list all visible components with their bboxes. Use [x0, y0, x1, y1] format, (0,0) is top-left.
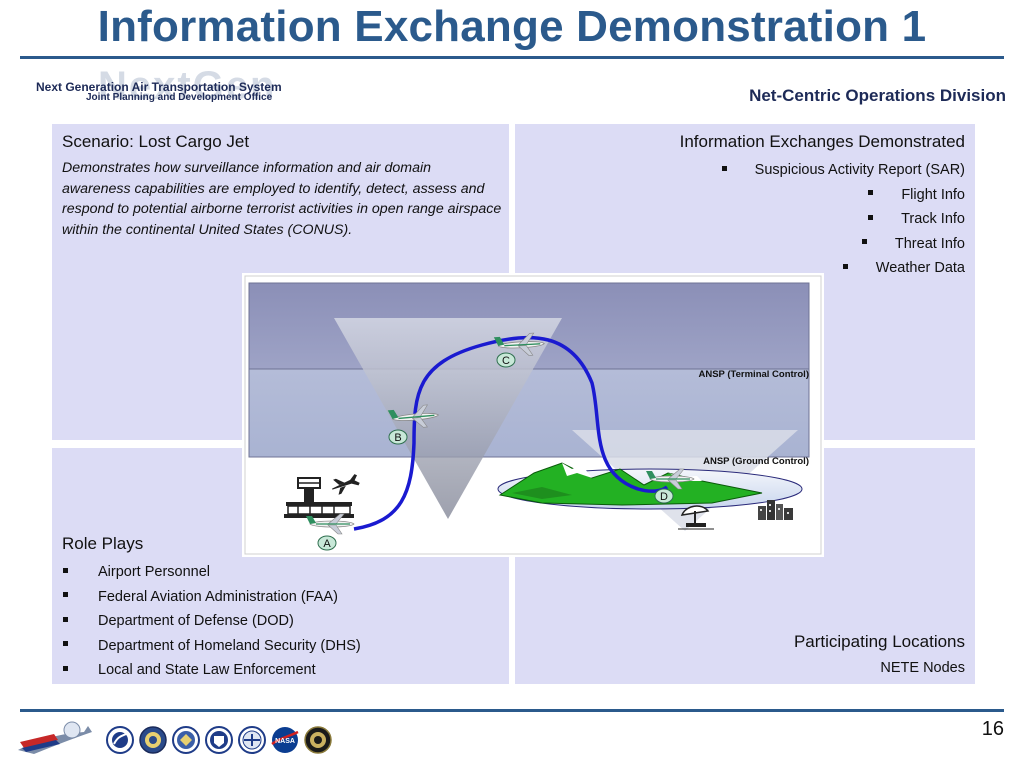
scenario-description: Demonstrates how surveillance informatio… [62, 160, 502, 238]
airport-airplane-icon [332, 474, 360, 495]
page-number: 16 [981, 718, 1004, 740]
list-item: Department of Homeland Security (DHS) [62, 634, 361, 659]
list-item: Department of Defense (DOD) [62, 609, 361, 634]
faa-seal-icon [238, 726, 266, 754]
top-divider [20, 56, 1004, 59]
point-label-c: C [496, 352, 516, 368]
bullet-icon [868, 190, 874, 196]
terminal-control-label: ANSP (Terminal Control) [699, 369, 810, 380]
radar-dish-icon [678, 505, 714, 530]
list-item: Local and State Law Enforcement [62, 658, 361, 683]
city-icon [758, 500, 793, 520]
dod-seal-icon [172, 726, 200, 754]
role-label: Local and State Law Enforcement [98, 662, 316, 679]
svg-text:NASA: NASA [275, 738, 295, 745]
scenario-title: Scenario: Lost Cargo Jet [62, 132, 250, 151]
division-name: Net-Centric Operations Division [749, 86, 1006, 105]
role-label: Federal Aviation Administration (FAA) [98, 588, 338, 605]
list-item: Weather Data [722, 256, 965, 281]
role-label: Department of Defense (DOD) [98, 613, 294, 630]
exchanges-list: Suspicious Activity Report (SAR) Flight … [721, 158, 965, 281]
bullet-icon [63, 666, 68, 672]
ground-control-label: ANSP (Ground Control) [703, 456, 809, 467]
exchange-label: Suspicious Activity Report (SAR) [754, 162, 965, 178]
jpdo-logo: NextGen Next Generation Air Transportati… [28, 64, 328, 108]
bullet-icon [63, 616, 68, 622]
bullet-icon [63, 592, 68, 598]
locations-title: Participating Locations [793, 632, 965, 651]
org-name-line1: Next Generation Air Transportation Syste… [36, 80, 282, 94]
list-item: Track Info [722, 207, 965, 232]
control-tower-icon [284, 477, 354, 518]
dot-seal-icon [106, 726, 134, 754]
role-label: Airport Personnel [98, 564, 211, 580]
slide-title: Information Exchange Demonstration 1 [97, 2, 927, 51]
point-label-d: D [654, 488, 674, 504]
roles-list: Airport Personnel Federal Aviation Admin… [62, 560, 361, 683]
bullet-icon [868, 214, 874, 220]
airplane-icon [646, 468, 695, 490]
scenario-diagram: ANSP (Terminal Control) ANSP (Ground Con… [242, 273, 824, 557]
radar-cone-left [334, 318, 562, 519]
bottom-divider [20, 709, 1004, 712]
bullet-icon [63, 567, 68, 573]
nasa-logo-icon: NASA [271, 727, 299, 753]
exchange-label: Track Info [901, 211, 965, 227]
role-label: Department of Homeland Security (DHS) [98, 637, 361, 654]
point-label-a: A [317, 535, 337, 551]
list-item: Federal Aviation Administration (FAA) [62, 585, 361, 610]
dhs-seal-icon [205, 726, 233, 754]
bullet-icon [63, 641, 68, 647]
roles-title: Role Plays [62, 534, 144, 553]
bullet-icon [861, 239, 867, 245]
list-item: Flight Info [722, 183, 965, 208]
org-name-line2: Joint Planning and Development Office [86, 92, 273, 103]
commerce-seal-icon [139, 726, 167, 754]
bullet-icon [721, 165, 727, 171]
airplane-icon [387, 404, 439, 428]
list-item: Threat Info [722, 232, 965, 257]
point-label-b: B [388, 429, 408, 445]
nextgen-logo [18, 721, 92, 754]
bullet-icon [842, 263, 848, 269]
airplane-icon [306, 513, 355, 535]
list-item: Suspicious Activity Report (SAR) [721, 158, 965, 183]
diagram-border [244, 275, 822, 555]
airplane-icon [493, 332, 545, 356]
exchanges-title: Information Exchanges Demonstrated [679, 132, 965, 151]
svg-text:C: C [502, 355, 510, 367]
nextgen-watermark: NextGen [98, 64, 277, 108]
flight-path [353, 335, 669, 531]
exchange-label: Weather Data [875, 260, 965, 276]
ostp-seal-icon [304, 726, 332, 754]
exchange-label: Flight Info [901, 186, 965, 203]
list-item: Airport Personnel [62, 560, 361, 585]
agency-logos: NASA [18, 721, 332, 754]
locations-subtitle: NETE Nodes [880, 660, 965, 676]
exchange-label: Threat Info [894, 235, 965, 252]
mountains-icon [498, 462, 763, 506]
svg-text:D: D [660, 491, 668, 503]
svg-text:A: A [323, 538, 331, 550]
svg-text:B: B [394, 432, 401, 444]
